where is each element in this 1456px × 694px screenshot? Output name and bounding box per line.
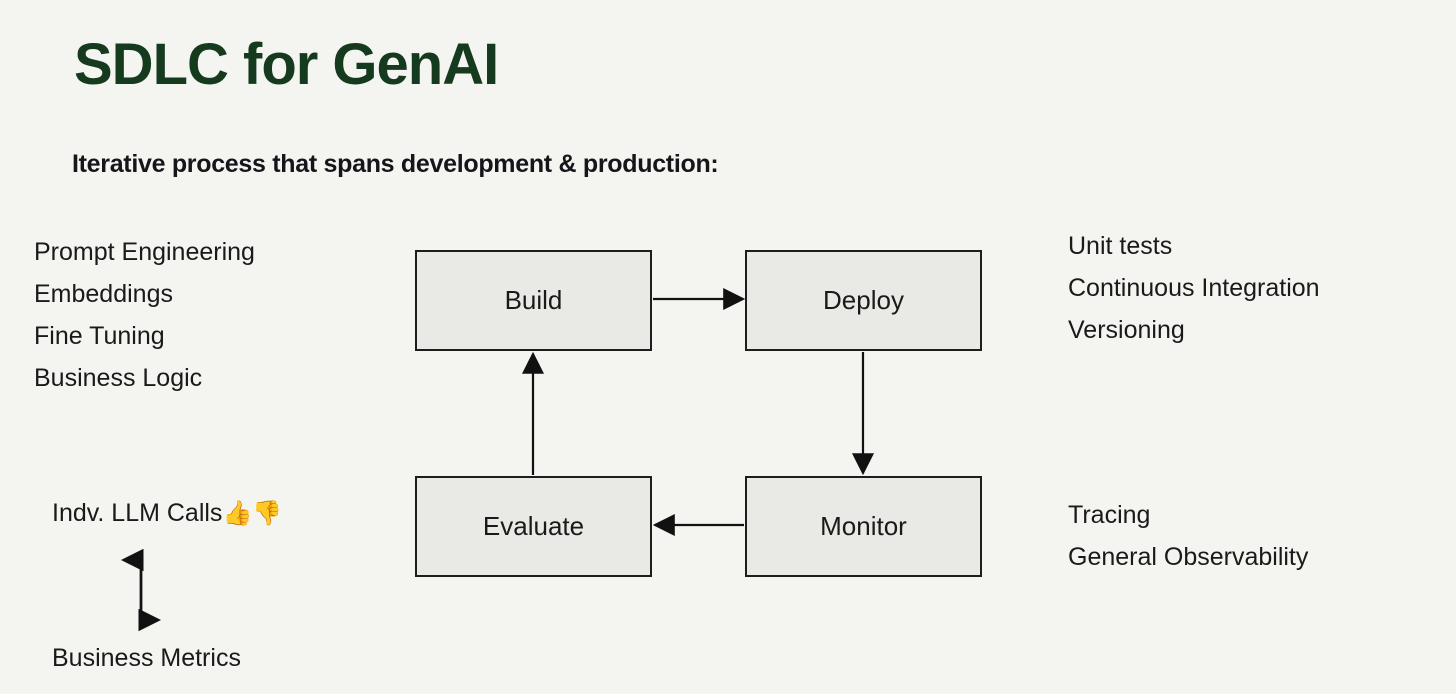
list-item: Tracing xyxy=(1068,501,1151,529)
evaluation-label: Indv. LLM Calls xyxy=(52,499,223,527)
development-items-list: Prompt Engineering Embeddings Fine Tunin… xyxy=(34,231,255,399)
list-item: Fine Tuning xyxy=(34,322,165,350)
page-title: SDLC for GenAI xyxy=(74,32,499,97)
list-item: Continuous Integration xyxy=(1068,274,1320,302)
flow-node-monitor[interactable]: Monitor xyxy=(745,476,982,577)
flow-node-label: Monitor xyxy=(820,511,907,541)
flow-node-label: Deploy xyxy=(823,285,904,315)
flow-node-build[interactable]: Build xyxy=(415,250,652,351)
evaluation-label-row: Indv. LLM Calls👍👎 xyxy=(52,492,282,534)
list-item: Prompt Engineering xyxy=(34,238,255,266)
evaluation-label-group: Indv. LLM Calls👍👎 xyxy=(52,492,282,534)
observability-items-list: Tracing General Observability xyxy=(1068,494,1308,578)
ci-items-list: Unit tests Continuous Integration Versio… xyxy=(1068,225,1320,351)
list-item: Unit tests xyxy=(1068,232,1173,260)
thumbs-feedback-icons: 👍👎 xyxy=(222,499,283,527)
slide-subtitle: Iterative process that spans development… xyxy=(72,150,719,178)
business-metrics-label: Business Metrics xyxy=(52,637,241,679)
list-item: Versioning xyxy=(1068,316,1185,344)
list-item: General Observability xyxy=(1068,543,1309,571)
flow-node-evaluate[interactable]: Evaluate xyxy=(415,476,652,577)
flow-node-label: Build xyxy=(504,285,563,315)
flow-node-label: Evaluate xyxy=(482,511,585,541)
double-headed-arrow-icon xyxy=(121,548,161,632)
list-item: Business Logic xyxy=(34,364,203,392)
list-item: Business Metrics xyxy=(52,644,241,672)
flow-node-deploy[interactable]: Deploy xyxy=(745,250,982,351)
list-item: Embeddings xyxy=(34,280,173,308)
